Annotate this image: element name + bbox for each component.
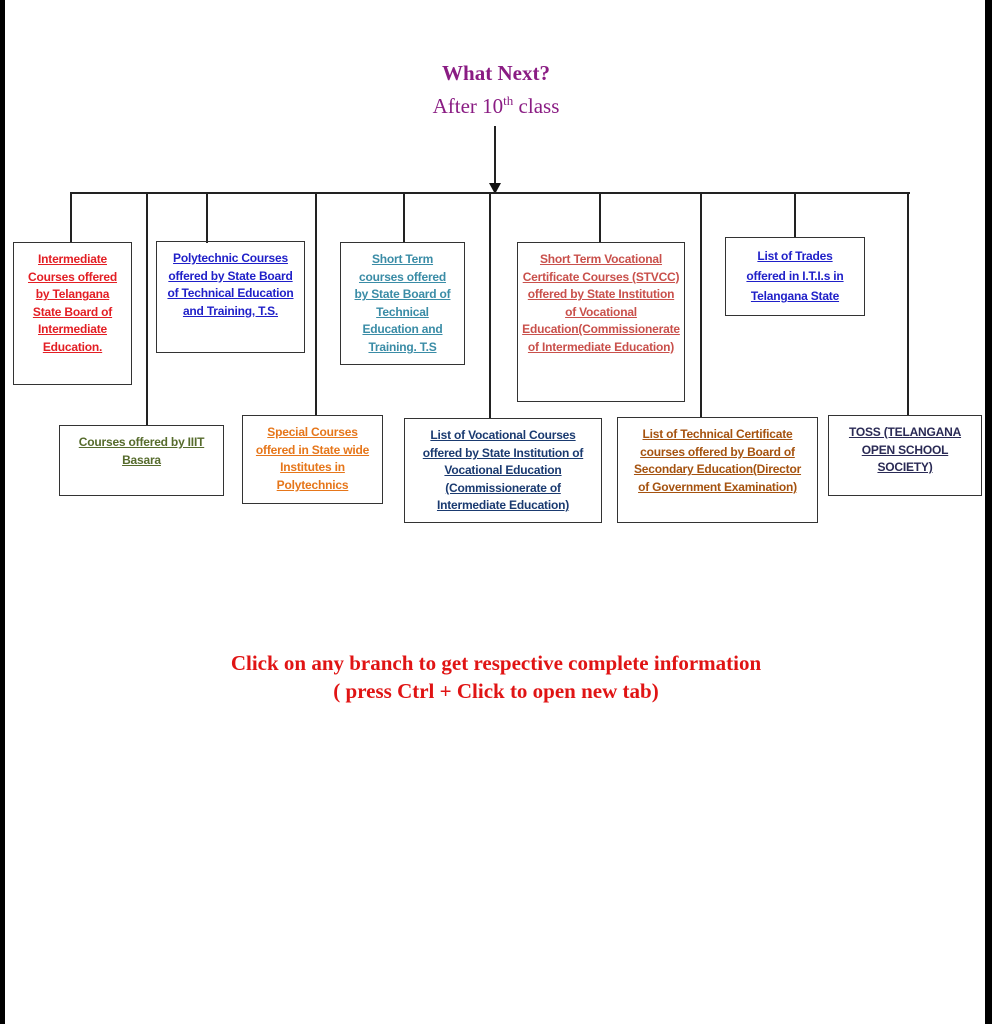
branch-link[interactable]: List of Vocational Courses offered by St… xyxy=(422,428,584,513)
branch-intermediate[interactable]: Intermediate Courses offered by Telangan… xyxy=(13,242,132,385)
connector xyxy=(907,192,909,416)
page-title: What Next? xyxy=(442,61,550,85)
branch-link[interactable]: Courses offered by IIIT Basara xyxy=(78,435,205,467)
connector xyxy=(700,192,702,418)
connector xyxy=(794,192,796,238)
connector xyxy=(599,192,601,243)
branch-technical-certificate[interactable]: List of Technical Certificate courses of… xyxy=(617,417,818,523)
branch-toss[interactable]: TOSS (TELANGANA OPEN SCHOOL SOCIETY) xyxy=(828,415,982,496)
page-subtitle: After 10th class xyxy=(432,93,560,118)
connector xyxy=(315,192,317,416)
connector xyxy=(70,192,72,243)
branch-polytechnic[interactable]: Polytechnic Courses offered by State Boa… xyxy=(156,241,305,353)
branch-link[interactable]: Special Courses offered in State wide In… xyxy=(255,425,370,492)
branch-link[interactable]: List of Technical Certificate courses of… xyxy=(633,427,802,494)
instruction-text: Click on any branch to get respective co… xyxy=(230,651,762,675)
branch-link[interactable]: List of Trades offered in I.T.I.s in Tel… xyxy=(746,249,844,303)
branch-iti-trades[interactable]: List of Trades offered in I.T.I.s in Tel… xyxy=(725,237,865,316)
connector xyxy=(489,192,491,419)
main-arrow-line xyxy=(494,126,496,186)
branch-link[interactable]: Short Term Vocational Certificate Course… xyxy=(522,252,680,354)
branch-link[interactable]: Polytechnic Courses offered by State Boa… xyxy=(167,251,294,318)
branch-stvcc[interactable]: Short Term Vocational Certificate Course… xyxy=(517,242,685,402)
instruction-subtext: ( press Ctrl + Click to open new tab) xyxy=(333,679,659,703)
left-border xyxy=(0,0,5,1024)
arrow-down-icon xyxy=(489,183,501,194)
right-border xyxy=(985,0,992,1024)
branch-short-term[interactable]: Short Term courses offered by State Boar… xyxy=(340,242,465,365)
branch-link[interactable]: Short Term courses offered by State Boar… xyxy=(354,252,451,354)
branch-iiit-basara[interactable]: Courses offered by IIIT Basara xyxy=(59,425,224,496)
connector xyxy=(146,192,148,426)
branch-link[interactable]: TOSS (TELANGANA OPEN SCHOOL SOCIETY) xyxy=(848,425,962,475)
branch-vocational-courses[interactable]: List of Vocational Courses offered by St… xyxy=(404,418,602,523)
connector xyxy=(403,192,405,243)
branch-link[interactable]: Intermediate Courses offered by Telangan… xyxy=(27,252,118,354)
connector xyxy=(206,192,208,243)
branch-special-courses[interactable]: Special Courses offered in State wide In… xyxy=(242,415,383,504)
